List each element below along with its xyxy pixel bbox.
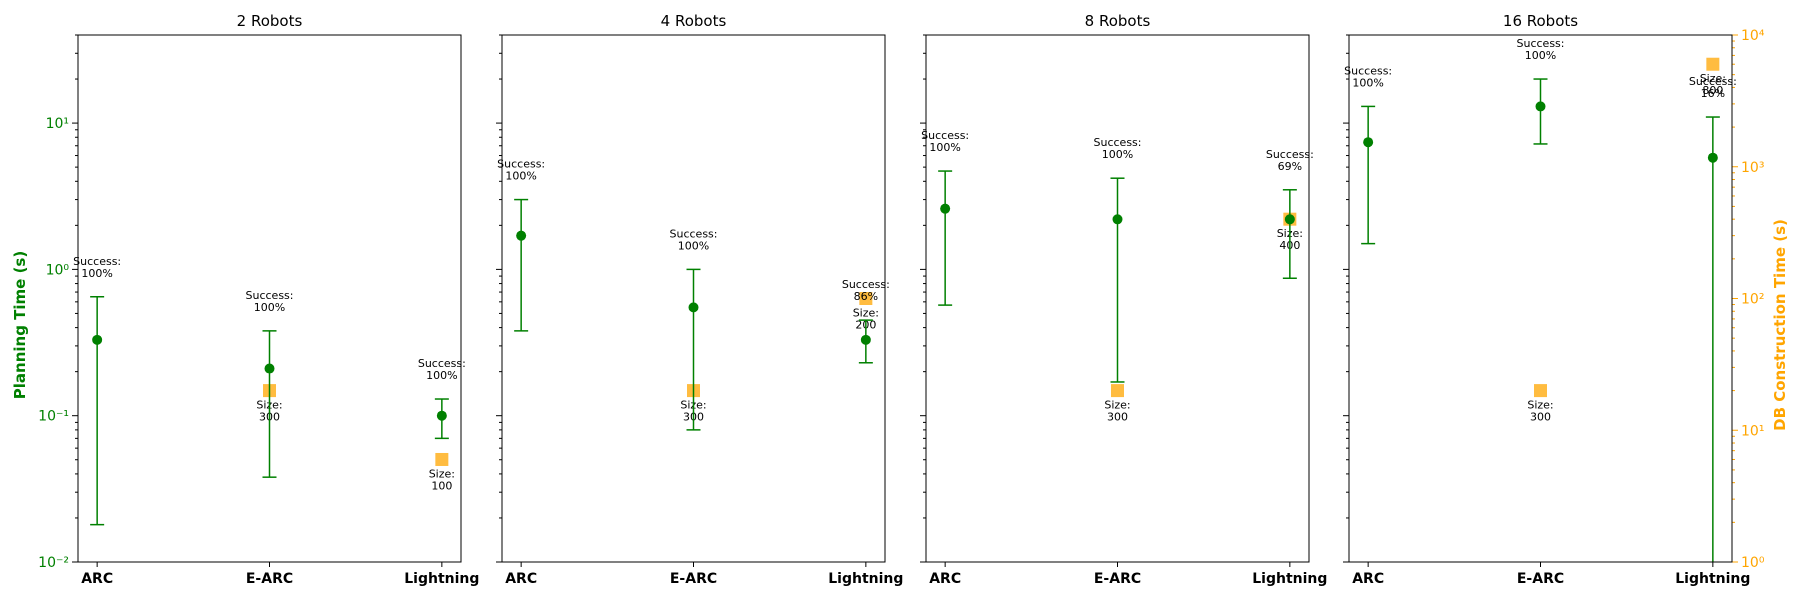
panel-frame — [501, 34, 886, 563]
db-construction-marker — [1534, 384, 1547, 398]
x-tick-label: ARC — [81, 571, 113, 587]
x-tick-label: Lightning — [1252, 571, 1327, 587]
x-tick-label: Lightning — [828, 571, 903, 587]
planning-time-point — [436, 410, 447, 421]
db-construction-marker — [1706, 57, 1720, 71]
success-annotation-label: Success: — [670, 227, 718, 240]
x-tick-label: E-ARC — [1094, 571, 1141, 587]
success-annotation-value: 100% — [678, 239, 709, 252]
size-annotation-label: Size: — [429, 467, 455, 480]
success-annotation-label: Success: — [1266, 148, 1314, 161]
right-tick-label: 10⁰ — [1741, 555, 1765, 571]
size-annotation-label: Size: — [1104, 399, 1130, 412]
left-tick-label: 10⁻² — [38, 555, 69, 571]
left-axis-label: Planning Time (s) — [11, 251, 29, 399]
x-tick-label: ARC — [505, 571, 537, 587]
success-annotation-label: Success: — [1344, 64, 1392, 77]
panel-frame — [77, 34, 462, 563]
left-tick-label: 10¹ — [46, 116, 69, 132]
x-tick-label: E-ARC — [670, 571, 717, 587]
x-tick-label: Lightning — [1675, 571, 1750, 587]
right-tick-label: 10¹ — [1741, 423, 1764, 439]
x-tick-label: ARC — [1352, 571, 1384, 587]
success-annotation-value: 100% — [505, 170, 536, 183]
success-annotation-label: Success: — [73, 255, 121, 268]
success-annotation-value: 100% — [426, 369, 457, 382]
size-annotation-value: 300 — [1107, 411, 1128, 424]
panel-title: 16 Robots — [1503, 12, 1578, 30]
success-annotation-label: Success: — [1517, 37, 1565, 50]
panel-title: 2 Robots — [237, 12, 303, 30]
success-annotation-value: 100% — [929, 141, 960, 154]
panel-frame — [925, 34, 1310, 563]
success-annotation-value: 86% — [854, 290, 878, 303]
size-annotation-value: 800 — [1702, 84, 1723, 97]
success-annotation-value: 100% — [1352, 76, 1383, 89]
success-annotation-value: 100% — [81, 267, 112, 280]
success-annotation-label: Success: — [418, 357, 466, 370]
panel-title: 8 Robots — [1085, 12, 1151, 30]
planning-time-point — [940, 203, 951, 214]
planning-time-point — [1284, 214, 1295, 225]
panel-4: 16 Robots 10⁰ 10¹ 10² 10³ 10⁴ ARC E-ARC Lightnin… — [1343, 12, 1765, 587]
x-tick-label: ARC — [929, 571, 961, 587]
planning-time-point — [1363, 137, 1374, 148]
success-annotation-label: Success: — [497, 158, 545, 171]
right-tick-label: 10³ — [1741, 160, 1764, 176]
success-annotation-value: 69% — [1278, 160, 1302, 173]
panel-frame — [1348, 34, 1733, 563]
panel-1: 2 Robots 10⁻² 10⁻¹ 10⁰ 10¹ ARC E-ARC Lightning S… — [38, 12, 479, 587]
x-tick-label: E-ARC — [1517, 571, 1564, 587]
success-annotation-label: Success: — [842, 278, 890, 291]
success-annotation-value: 16% — [1701, 87, 1725, 100]
size-annotation-value: 300 — [1530, 411, 1551, 424]
right-tick-label: 10² — [1741, 292, 1764, 308]
planning-time-point — [688, 302, 699, 313]
chart-panels: 2 Robots 10⁻² 10⁻¹ 10⁰ 10¹ ARC E-ARC Lightning S… — [38, 12, 1765, 587]
left-tick-label: 10⁻¹ — [38, 409, 69, 425]
planning-time-point — [92, 334, 103, 345]
success-annotation-label: Success: — [246, 289, 294, 302]
planning-time-point — [1112, 214, 1123, 225]
size-annotation-label: Size: — [1527, 399, 1553, 412]
success-annotation-value: 100% — [1102, 148, 1133, 161]
db-construction-marker — [435, 452, 449, 466]
size-annotation-label: Size: — [853, 307, 879, 320]
left-tick-label: 10⁰ — [46, 262, 70, 278]
success-annotation-value: 100% — [254, 301, 285, 314]
db-construction-marker — [1111, 384, 1124, 398]
planning-time-point — [860, 334, 871, 345]
x-tick-label: E-ARC — [246, 571, 293, 587]
x-tick-label: Lightning — [404, 571, 479, 587]
db-construction-marker — [859, 292, 873, 305]
success-annotation-label: Success: — [921, 129, 969, 142]
panel-title: 4 Robots — [661, 12, 727, 30]
size-annotation-value: 100 — [431, 479, 452, 492]
planning-time-point — [1535, 101, 1546, 112]
right-axis-label: DB Construction Time (s) — [1771, 219, 1789, 431]
planning-time-point — [1707, 152, 1718, 163]
success-annotation-value: 100% — [1525, 49, 1556, 62]
planning-time-point — [264, 363, 275, 374]
right-tick-label: 10⁴ — [1741, 28, 1765, 44]
success-annotation-label: Success: — [1689, 75, 1737, 88]
size-annotation-label: Size: — [1700, 72, 1726, 85]
planning-time-point — [516, 230, 527, 241]
success-annotation-label: Success: — [1094, 136, 1142, 149]
